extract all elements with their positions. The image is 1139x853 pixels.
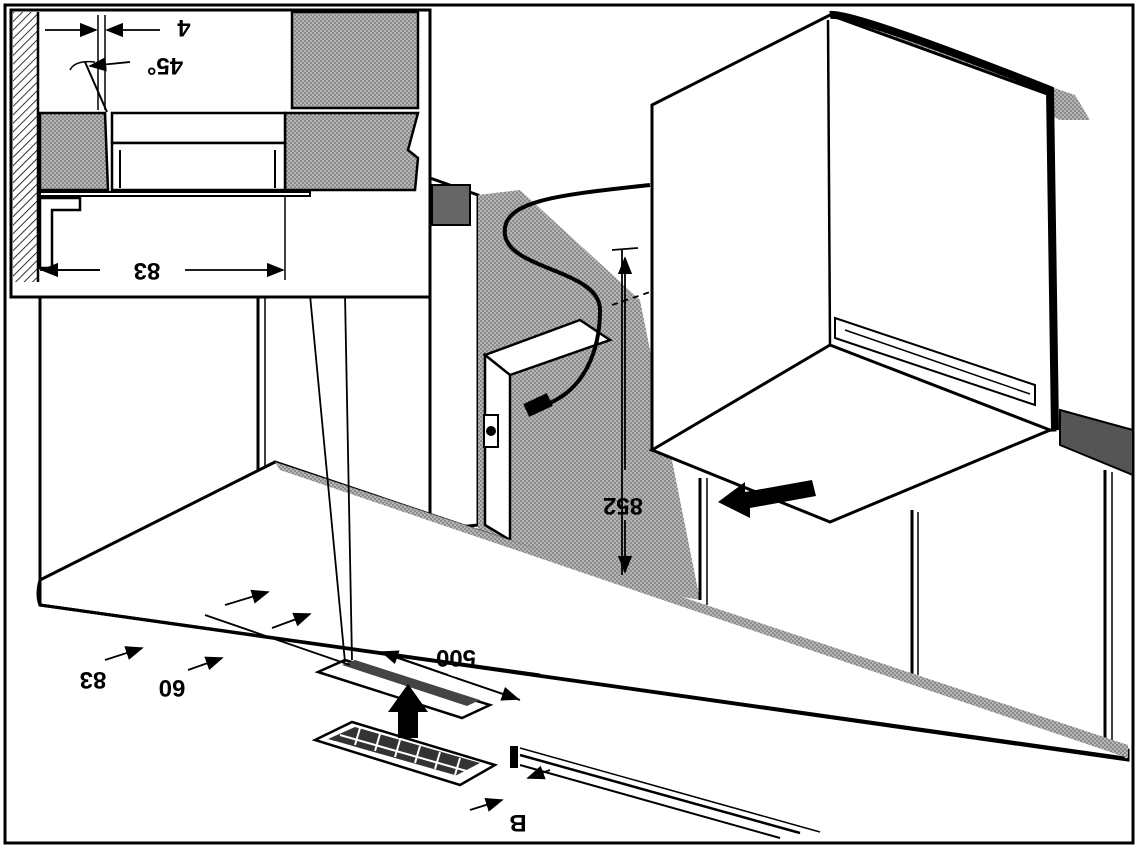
power-cable [502, 183, 651, 407]
wall-strip [1059, 408, 1134, 477]
plinth-strip [510, 746, 821, 839]
detail-inset [9, 8, 432, 299]
dim-offset-inner: 60 [159, 674, 186, 701]
inset-dim-width: 83 [134, 257, 161, 284]
pull-direction-arrow [718, 480, 816, 518]
dimension-lines [104, 247, 651, 812]
dim-offset-outer: 83 [80, 666, 107, 693]
inset-dim-angle: 45° [147, 52, 183, 79]
wall-shadow-lower [560, 380, 700, 600]
inset-leader-right [344, 294, 353, 661]
worktop [36, 460, 1130, 762]
dim-height: 852 [603, 492, 643, 519]
vent-grille [311, 720, 499, 787]
insert-up-arrow [388, 684, 428, 738]
inset-dim-gap: 4 [177, 14, 191, 41]
built-in-appliance [648, 10, 1059, 524]
inset-leader-left [309, 294, 346, 663]
cable-plug [523, 393, 553, 417]
detail-ref-label: B [509, 809, 526, 836]
dim-slot-length: 500 [436, 644, 476, 671]
